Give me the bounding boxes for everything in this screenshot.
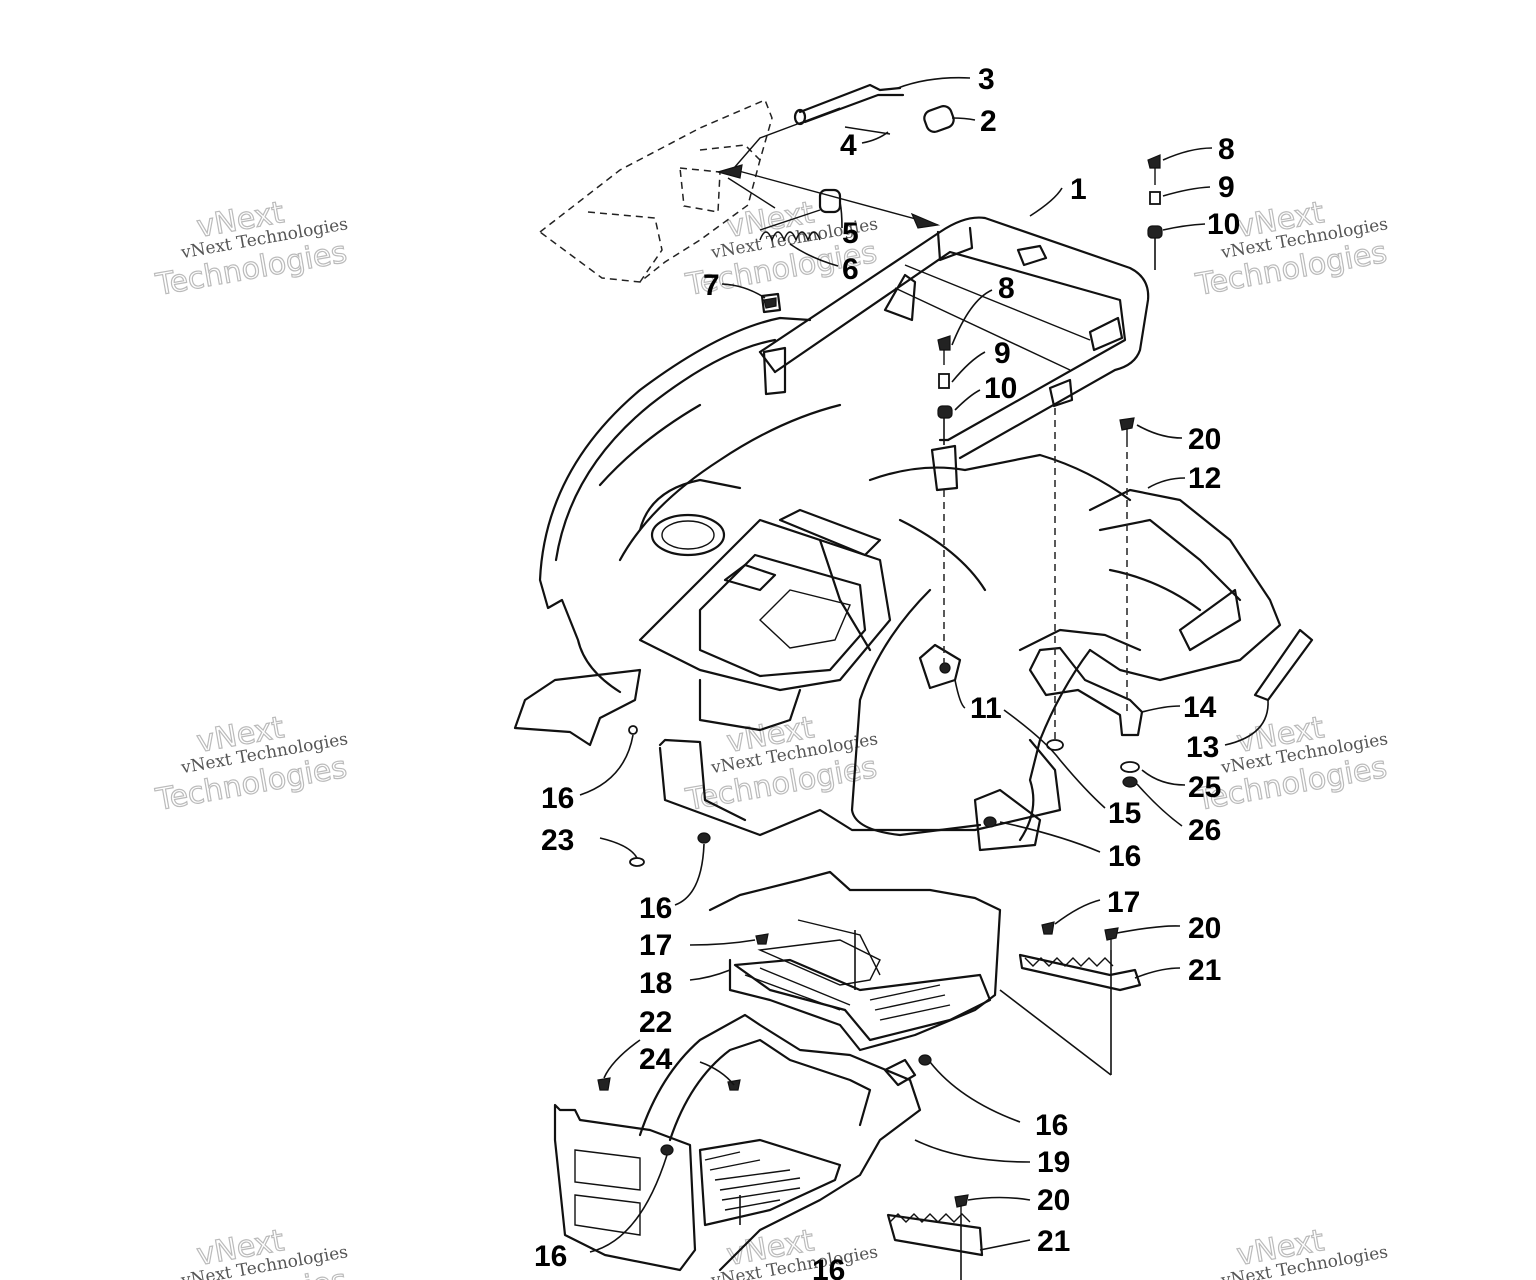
watermark: vNext vNext Technologies Technologies (152, 1223, 350, 1280)
screw-20 (1119, 417, 1135, 440)
footrest-21 (886, 1213, 984, 1257)
screw-17 (1041, 921, 1055, 935)
nut-10 (1147, 225, 1163, 239)
callout-18: 18 (639, 967, 672, 1000)
callout-25: 25 (1188, 771, 1221, 804)
callout-20: 20 (1188, 912, 1221, 945)
pin-sleeve (923, 105, 955, 133)
callout-17: 17 (1107, 886, 1140, 919)
callout-4: 4 (840, 129, 857, 162)
nut-16 (660, 1144, 674, 1156)
nut-16 (983, 816, 997, 828)
front-floor-19 (553, 1013, 922, 1272)
watermark: vNext vNext Technologies Technologies (152, 195, 350, 304)
bolt-8 (1147, 154, 1161, 185)
bolt-8 (937, 335, 951, 365)
nut-16 (628, 725, 638, 735)
nut-16 (918, 1054, 932, 1066)
callout-7: 7 (703, 269, 720, 302)
callout-26: 26 (1188, 814, 1221, 847)
assembly-lines (739, 238, 1156, 1280)
nut-26 (1122, 776, 1138, 788)
watermark: vNext vNext Technologies (709, 1223, 880, 1280)
callout-10: 10 (1207, 208, 1240, 241)
nut-10 (937, 405, 953, 419)
callout-17: 17 (639, 929, 672, 962)
callout-20: 20 (1188, 423, 1221, 456)
callout-8: 8 (1218, 133, 1235, 166)
callout-12: 12 (1188, 462, 1221, 495)
hitch-pin (793, 83, 905, 126)
callout-16: 16 (1035, 1109, 1068, 1142)
watermark: vNext vNext Technologies (1219, 1223, 1390, 1280)
callout-labels: 1 2 3 4 5 6 7 8 9 10 8 9 10 20 12 11 14 … (534, 63, 1240, 1280)
callout-9: 9 (1218, 171, 1235, 204)
screw-20 (1104, 927, 1119, 950)
callout-21: 21 (1037, 1225, 1070, 1258)
callout-13: 13 (1186, 731, 1219, 764)
rear-fender (513, 316, 1282, 852)
bushing (818, 188, 842, 214)
callout-21: 21 (1188, 954, 1221, 987)
screw-22 (597, 1077, 611, 1091)
nut-16 (697, 832, 711, 844)
callout-16: 16 (639, 892, 672, 925)
callout-16: 16 (534, 1240, 567, 1273)
hitch-assembly (538, 99, 941, 283)
callout-16: 16 (812, 1254, 845, 1280)
watermark: vNext vNext Technologies Technologies (1192, 195, 1390, 304)
washer-25 (1120, 761, 1140, 773)
callout-16: 16 (541, 782, 574, 815)
callout-23: 23 (541, 824, 574, 857)
screw-17 (755, 933, 769, 945)
callout-11: 11 (970, 692, 1002, 725)
floorboard-18 (708, 870, 1002, 1052)
bracket-14 (1018, 628, 1144, 737)
spring (759, 209, 821, 242)
callout-24: 24 (639, 1043, 673, 1076)
footrest-21 (1018, 953, 1142, 992)
callout-5: 5 (842, 217, 859, 250)
callout-9: 9 (994, 337, 1011, 370)
callout-22: 22 (639, 1006, 672, 1039)
callout-16: 16 (1108, 840, 1141, 873)
spacer-9 (1149, 191, 1161, 205)
callout-15: 15 (1108, 797, 1141, 830)
watermark: vNext vNext Technologies Technologies (152, 710, 350, 819)
callout-8: 8 (998, 272, 1015, 305)
cotter-pin (844, 126, 891, 135)
watermark: vNext vNext Technologies Technologies (682, 195, 880, 304)
side-panel-13 (1253, 628, 1314, 702)
callout-1: 1 (1070, 173, 1087, 206)
rear-rack (758, 216, 1150, 492)
screw-20 (954, 1194, 969, 1217)
callout-19: 19 (1037, 1146, 1070, 1179)
grommet (760, 292, 782, 314)
callout-3: 3 (978, 63, 995, 96)
callout-2: 2 (980, 105, 997, 138)
callout-6: 6 (842, 253, 859, 286)
washer-23 (629, 857, 645, 867)
callout-20: 20 (1037, 1184, 1070, 1217)
callout-14: 14 (1183, 691, 1217, 724)
spacer-9 (938, 373, 950, 389)
callout-10: 10 (984, 372, 1017, 405)
leader-lines (579, 76, 1269, 1253)
